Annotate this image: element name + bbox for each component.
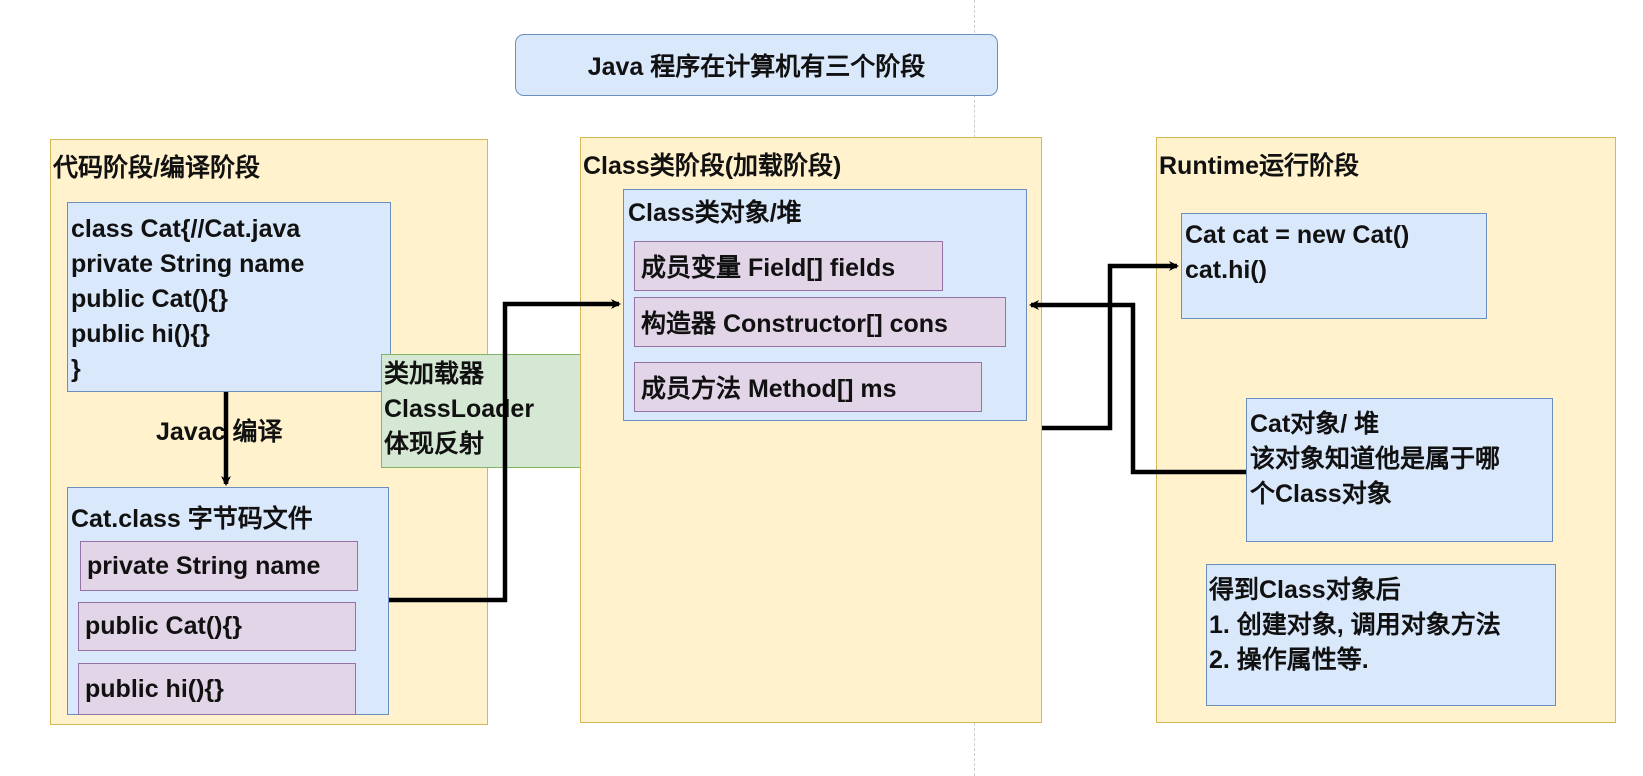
classloader-line: ClassLoader [384, 395, 535, 423]
runtime-code-line: Cat cat = new Cat() [1185, 221, 1410, 249]
bytecode-member-method: public hi(){} [78, 663, 356, 715]
runtime-code-line: cat.hi() [1185, 256, 1267, 284]
instantiate-arrow [1042, 261, 1179, 431]
source-code-box: class Cat{//Cat.java private String name… [67, 202, 391, 392]
class-usage-box: 得到Class对象后 1. 创建对象, 调用对象方法 2. 操作属性等. [1206, 564, 1556, 706]
runtime-stage-title: Runtime运行阶段 [1159, 152, 1360, 180]
class-object-title: Class类对象/堆 [628, 199, 802, 227]
cat-object-line: 个Class对象 [1250, 480, 1392, 508]
class-stage-title: Class类阶段(加载阶段) [583, 152, 842, 180]
class-usage-line: 2. 操作属性等. [1209, 646, 1369, 674]
classloader-text: 类加载器 ClassLoader 体现反射 [384, 357, 592, 462]
diagram-title-text: Java 程序在计算机有三个阶段 [587, 53, 926, 81]
class-usage-line: 得到Class对象后 [1209, 576, 1401, 604]
code-stage-title: 代码阶段/编译阶段 [53, 154, 260, 182]
cat-object-line: Cat对象/ 堆 [1250, 410, 1380, 438]
class-member-constructors: 构造器 Constructor[] cons [634, 297, 1006, 347]
class-usage-line: 1. 创建对象, 调用对象方法 [1209, 611, 1501, 639]
source-code-text: class Cat{//Cat.java private String name… [71, 212, 390, 387]
bytecode-member-constructor: public Cat(){} [78, 602, 356, 651]
source-line: } [71, 355, 81, 383]
runtime-code-text: Cat cat = new Cat() cat.hi() [1185, 218, 1486, 288]
class-reference-arrow [1029, 300, 1246, 475]
class-member-fields: 成员变量 Field[] fields [634, 241, 943, 291]
cat-object-text: Cat对象/ 堆 该对象知道他是属于哪 个Class对象 [1250, 407, 1552, 512]
bytecode-title: Cat.class 字节码文件 [71, 505, 313, 533]
classloader-box: 类加载器 ClassLoader 体现反射 [381, 354, 593, 468]
classloader-line: 类加载器 [384, 360, 485, 388]
load-arrow [389, 299, 621, 603]
cat-object-line: 该对象知道他是属于哪 [1250, 445, 1501, 473]
source-line: public hi(){} [71, 320, 210, 348]
cat-object-box: Cat对象/ 堆 该对象知道他是属于哪 个Class对象 [1246, 398, 1553, 542]
class-member-methods: 成员方法 Method[] ms [634, 362, 982, 412]
class-usage-text: 得到Class对象后 1. 创建对象, 调用对象方法 2. 操作属性等. [1209, 573, 1555, 678]
compile-label: Javac 编译 [156, 418, 283, 446]
source-line: private String name [71, 250, 305, 278]
source-line: public Cat(){} [71, 285, 228, 313]
classloader-line: 体现反射 [384, 430, 485, 458]
runtime-code-box: Cat cat = new Cat() cat.hi() [1181, 213, 1487, 319]
source-line: class Cat{//Cat.java [71, 215, 301, 243]
bytecode-member-field: private String name [80, 541, 358, 591]
diagram-title: Java 程序在计算机有三个阶段 [515, 34, 998, 96]
